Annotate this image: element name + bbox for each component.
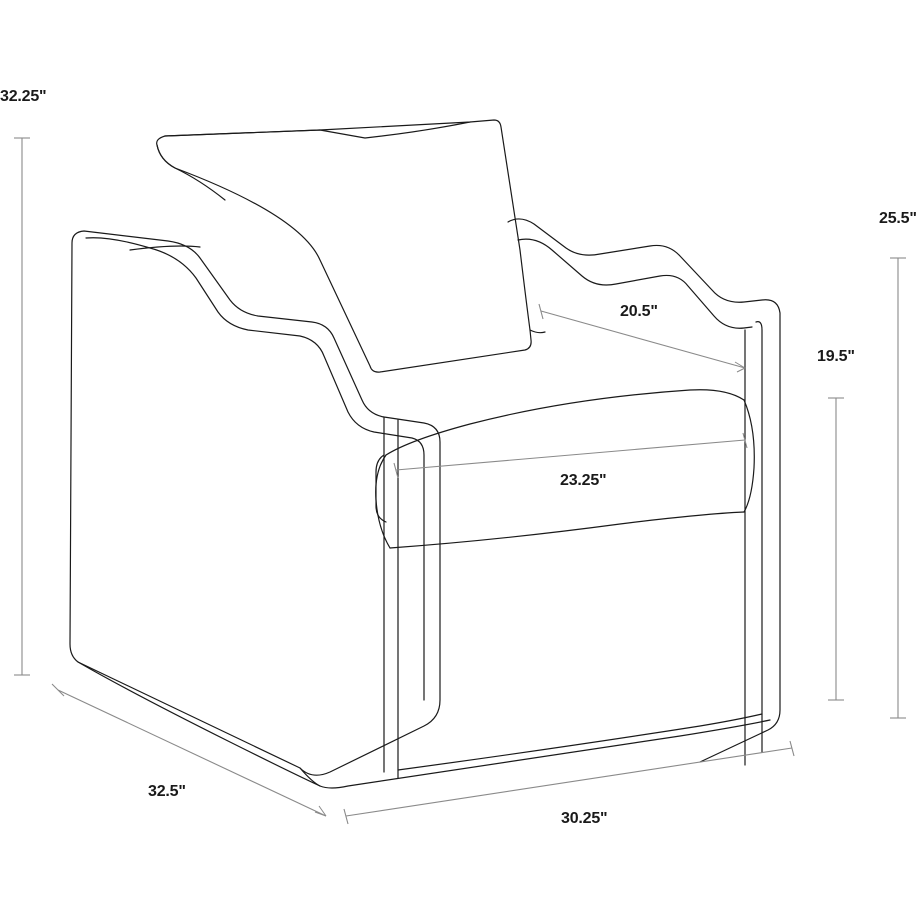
dimension-label-arm-height: 19.5": [817, 348, 855, 365]
dimension-label-overall-height: 32.25": [0, 88, 47, 105]
base-left-bottom: [77, 661, 321, 787]
left-arm-outer-panel: [69, 230, 441, 776]
dimension-line-arm-height: [828, 397, 844, 701]
dimension-lines: [14, 137, 906, 825]
dimension-line-overall-width: [343, 740, 795, 825]
dimension-label-seat-width: 23.25": [560, 472, 607, 489]
chair-outline: [69, 119, 781, 789]
seat-cushion-front-bottom: [389, 511, 745, 549]
left-arm-top-seam: [129, 245, 201, 251]
right-arm-back-seam: [529, 329, 546, 334]
back-cushion-left-fold: [156, 144, 226, 201]
base-left-corner: [299, 767, 321, 787]
dimension-label-back-height: 25.5": [879, 210, 917, 227]
left-arm-inner-contour: [85, 237, 425, 701]
dimension-line-seat-width: [393, 432, 748, 479]
dimension-line-inside-back-depth: [538, 303, 746, 373]
seat-cushion-top: [385, 389, 745, 456]
dimension-line-overall-depth: [51, 683, 327, 817]
dimension-label-inside-back-depth: 20.5": [620, 303, 658, 320]
left-arm-seat-notch: [375, 454, 387, 523]
dimension-line-overall-height: [14, 137, 30, 676]
right-arm-front-edge-2: [755, 321, 763, 753]
seat-cushion-left-edge: [375, 454, 391, 549]
base-bottom-front: [319, 719, 771, 789]
dimension-line-back-height: [890, 257, 906, 719]
back-cushion-outline: [156, 119, 532, 373]
seat-cushion-right-edge: [743, 399, 755, 513]
right-arm-inner-contour: [517, 238, 753, 329]
base-front-top: [397, 713, 763, 771]
dimension-label-overall-width: 30.25": [561, 810, 608, 827]
dimension-label-overall-depth: 32.5": [148, 783, 186, 800]
right-arm-outer-panel: [507, 218, 781, 763]
back-cushion-top-crease: [164, 121, 471, 139]
